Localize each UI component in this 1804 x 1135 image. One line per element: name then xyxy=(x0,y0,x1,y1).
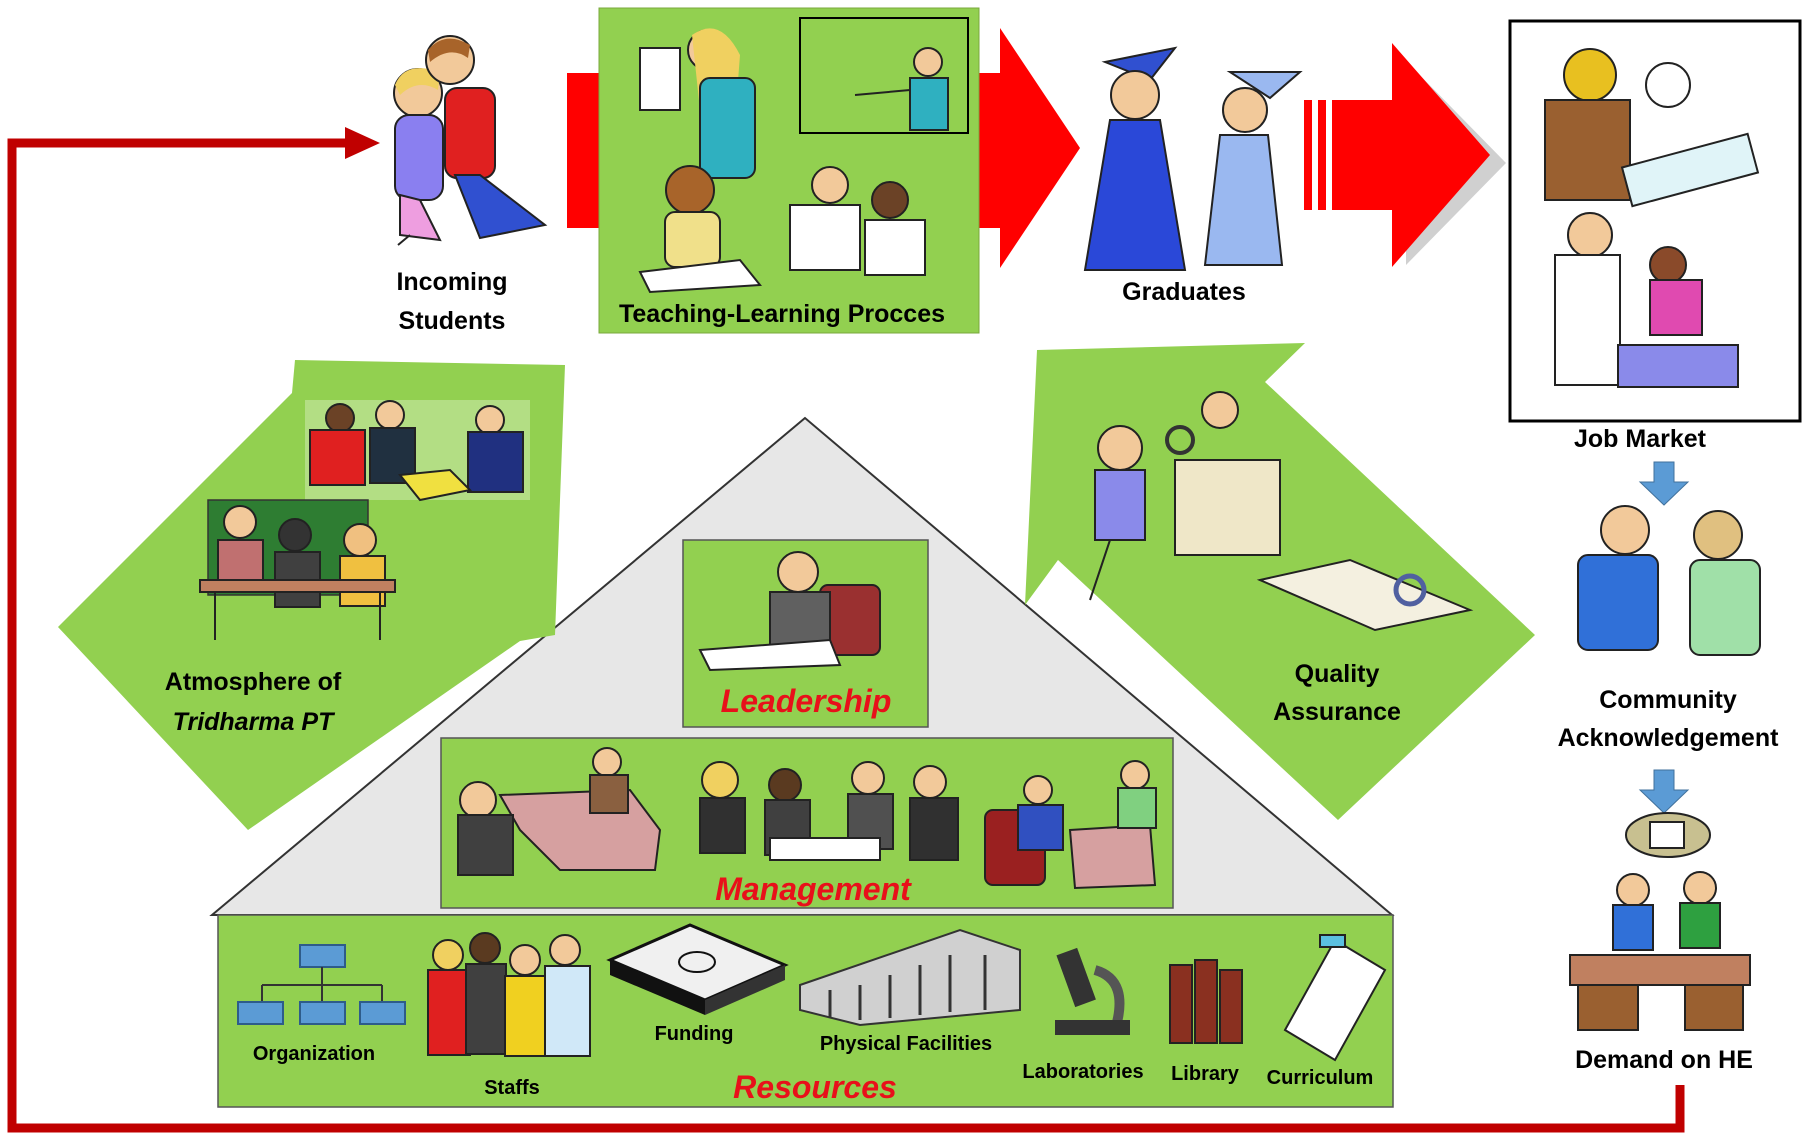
lecturer-at-board-illustration xyxy=(799,17,969,134)
building-icon xyxy=(799,928,1021,1027)
classroom-illustration xyxy=(199,499,396,640)
reading-student-illustration xyxy=(638,165,762,294)
down-arrow-job-to-community xyxy=(1638,461,1690,506)
management-meeting-1-illustration xyxy=(457,747,662,876)
feedback-loop-arrowhead xyxy=(345,127,380,159)
incoming-students-illustration xyxy=(393,35,548,246)
doctor-patient-illustration xyxy=(1554,212,1739,388)
funding-label: Funding xyxy=(655,1023,734,1045)
down-arrow-community-to-demand xyxy=(1638,769,1690,814)
engineers-illustration xyxy=(1544,48,1760,208)
meeting-group-illustration xyxy=(305,400,530,502)
handshake-illustration xyxy=(1577,505,1761,656)
community-label-line2: Acknowledgement xyxy=(1558,724,1780,752)
library-label: Library xyxy=(1171,1063,1240,1085)
microscope-student-illustration xyxy=(639,28,756,179)
library-books-icon xyxy=(1169,959,1243,1044)
management-meeting-2-illustration xyxy=(699,761,959,861)
microscope-icon xyxy=(1055,947,1130,1035)
physical-facilities-label: Physical Facilities xyxy=(820,1033,992,1055)
job-market-label: Job Market xyxy=(1574,425,1707,453)
students-writing-illustration xyxy=(789,166,926,276)
teaching-learning-label: Teaching-Learning Procces xyxy=(619,300,945,328)
flow-arrow-graduates-to-job-market xyxy=(1304,43,1506,267)
flow-arrow-incoming-to-teaching xyxy=(567,73,601,228)
resources-label: Resources xyxy=(733,1069,897,1105)
quality-label-line2: Assurance xyxy=(1273,698,1401,726)
graduates-label: Graduates xyxy=(1122,278,1246,306)
curriculum-label: Curriculum xyxy=(1267,1067,1374,1089)
demand-desk-illustration xyxy=(1569,812,1751,1031)
feedback-loop-line xyxy=(7,138,1685,1133)
leadership-label: Leadership xyxy=(721,683,892,719)
money-stack-icon xyxy=(606,923,789,1015)
leader-at-desk-illustration xyxy=(698,551,881,672)
organization-label: Organization xyxy=(253,1043,375,1065)
book-magnifier-illustration xyxy=(1256,558,1474,632)
org-chart-icon xyxy=(237,944,406,1025)
inspector-magnifier-illustration xyxy=(1089,391,1281,601)
incoming-students-label-line2: Students xyxy=(399,307,506,335)
atmosphere-label-line1: Atmosphere of xyxy=(165,668,342,696)
quality-label-line1: Quality xyxy=(1295,660,1380,688)
incoming-students-label-line1: Incoming xyxy=(396,268,507,296)
clipboard-icon xyxy=(1283,934,1387,1062)
management-meeting-3-illustration xyxy=(984,760,1157,890)
atmosphere-label-line2: Tridharma PT xyxy=(173,708,336,736)
staffs-label: Staffs xyxy=(484,1077,540,1099)
staffs-group-illustration xyxy=(427,932,591,1057)
demand-on-he-label: Demand on HE xyxy=(1575,1046,1753,1074)
management-label: Management xyxy=(715,871,912,907)
community-label-line1: Community xyxy=(1599,686,1737,714)
flow-arrow-teaching-to-graduates xyxy=(968,28,1080,268)
graduates-illustration xyxy=(1083,46,1303,271)
laboratories-label: Laboratories xyxy=(1022,1061,1143,1083)
